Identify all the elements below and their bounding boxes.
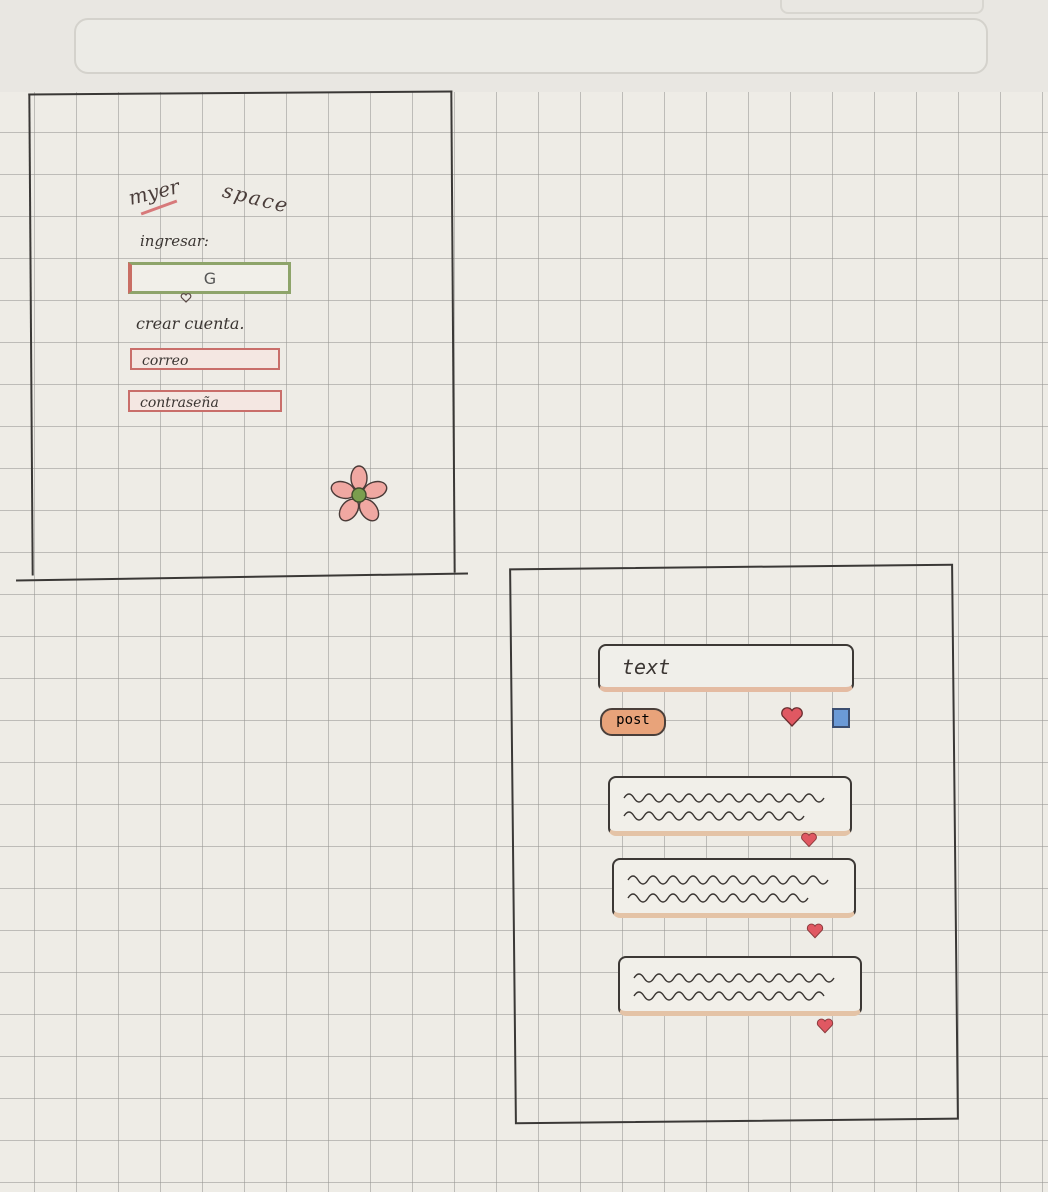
heart-icon[interactable] bbox=[780, 706, 804, 728]
google-button-label: G bbox=[203, 268, 217, 288]
like-heart-icon[interactable] bbox=[800, 832, 818, 848]
like-heart-icon[interactable] bbox=[806, 922, 824, 940]
post-button[interactable]: post bbox=[600, 708, 666, 736]
scribbled-text-lines bbox=[633, 973, 835, 1001]
compose-input[interactable]: text bbox=[598, 644, 854, 692]
small-heart-icon bbox=[180, 293, 192, 303]
google-login-button[interactable]: G bbox=[128, 262, 291, 294]
page-header-bar bbox=[74, 18, 988, 74]
previous-page-edge bbox=[780, 0, 984, 14]
like-heart-icon[interactable] bbox=[816, 1016, 834, 1036]
scribbled-text-lines bbox=[627, 875, 829, 903]
password-field[interactable]: contraseña bbox=[128, 390, 282, 412]
scribbled-text-lines bbox=[623, 793, 825, 821]
create-account-label[interactable]: crear cuenta. bbox=[136, 314, 245, 333]
post-card bbox=[618, 956, 862, 1016]
flower-icon bbox=[330, 465, 388, 522]
login-label: ingresar: bbox=[140, 232, 209, 250]
post-card bbox=[608, 776, 852, 836]
bookmark-square-icon[interactable] bbox=[832, 708, 850, 728]
post-card bbox=[612, 858, 856, 918]
email-field[interactable]: correo bbox=[130, 348, 280, 370]
